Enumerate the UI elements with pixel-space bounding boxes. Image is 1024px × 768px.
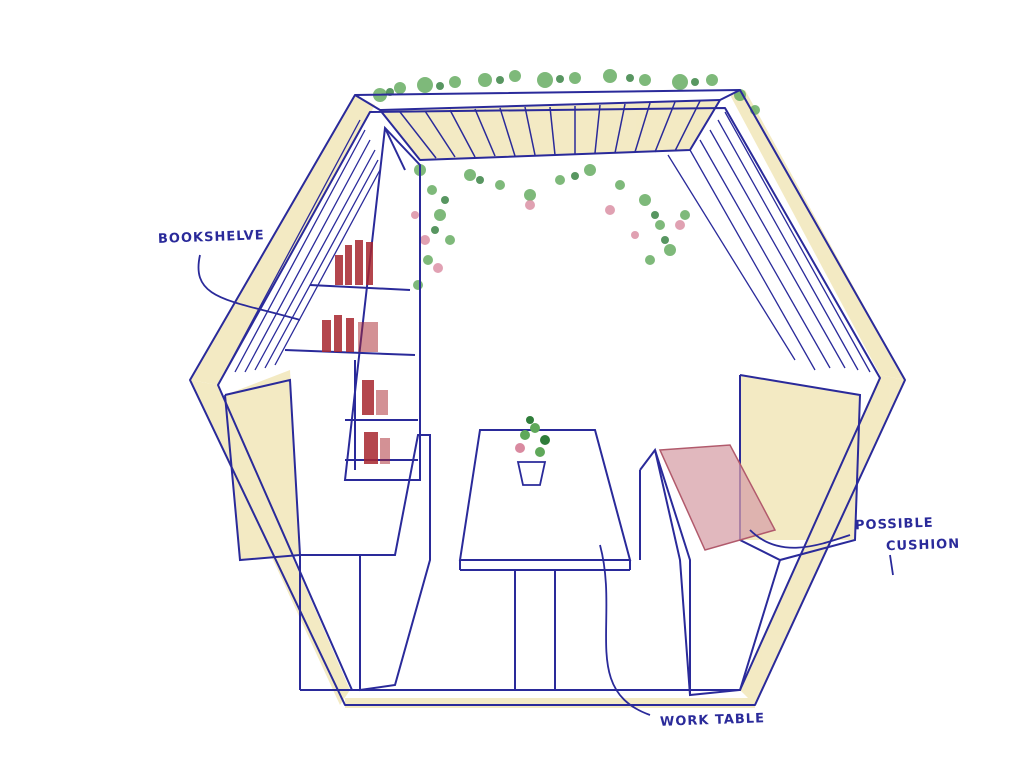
possible-label: POSSIBLE [854, 515, 934, 534]
cushion-label: CUSHION [885, 536, 961, 555]
work-table [458, 429, 632, 691]
roof-slats [399, 100, 701, 159]
annotation-leaders [197, 254, 894, 716]
foliage [373, 69, 760, 290]
plant-pot [515, 416, 550, 486]
left-wall-slats [224, 119, 381, 373]
left-bench [224, 378, 431, 692]
books [322, 240, 390, 464]
wood-wash [190, 90, 905, 708]
cushion [658, 444, 777, 551]
right-wall-slats [667, 111, 871, 373]
